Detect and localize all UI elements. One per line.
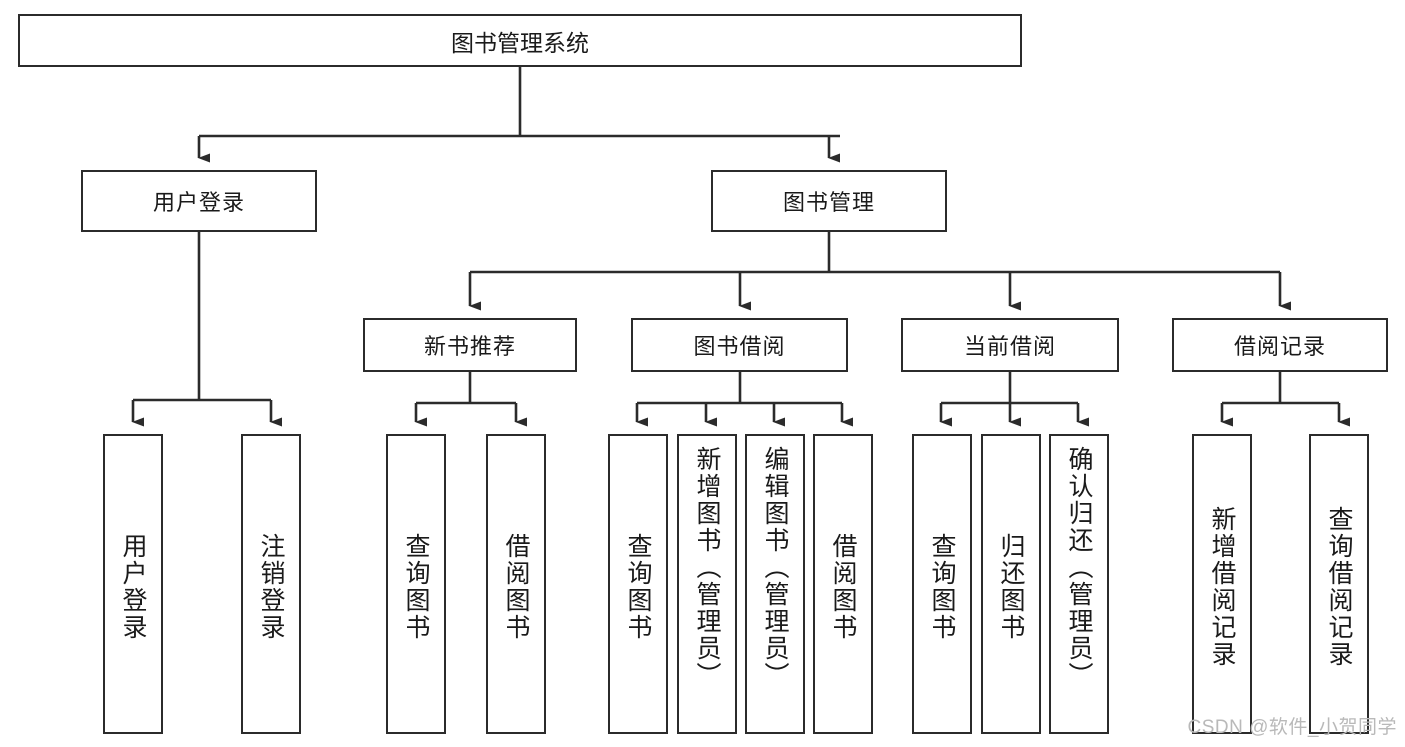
leaf-current-borrow-return[interactable]: 归还图书 — [981, 434, 1041, 734]
leaf-label: 确认归还（管理员） — [1065, 446, 1093, 689]
leaf-book-borrow-edit[interactable]: 编辑图书（管理员） — [745, 434, 805, 734]
watermark-text: CSDN @软件_小贺同学 — [1187, 717, 1397, 738]
leaf-text-wrap: 新增图书（管理员） — [679, 442, 735, 732]
leaf-label: 归还图书 — [997, 533, 1025, 641]
leaf-label: 查询图书 — [402, 533, 430, 641]
node-current-borrow[interactable]: 当前借阅 — [901, 318, 1119, 372]
node-borrow-record-label: 借阅记录 — [1233, 334, 1326, 359]
leaf-label: 编辑图书（管理员） — [761, 446, 789, 689]
node-new-book-recommend[interactable]: 新书推荐 — [363, 318, 577, 372]
leaf-text-wrap: 确认归还（管理员） — [1051, 442, 1107, 732]
leaf-label: 用户登录 — [119, 533, 147, 641]
node-current-borrow-label: 当前借阅 — [963, 334, 1056, 359]
leaf-text-wrap: 借阅图书 — [488, 442, 544, 732]
leaf-label: 借阅图书 — [829, 533, 857, 641]
leaf-text-wrap: 归还图书 — [983, 442, 1039, 732]
leaf-label: 新增借阅记录 — [1208, 506, 1236, 668]
leaf-book-borrow-query[interactable]: 查询图书 — [608, 434, 668, 734]
leaf-new-book-borrow[interactable]: 借阅图书 — [486, 434, 546, 734]
leaf-label: 查询图书 — [928, 533, 956, 641]
node-borrow-record[interactable]: 借阅记录 — [1172, 318, 1388, 372]
leaf-label: 新增图书（管理员） — [693, 446, 721, 689]
node-root-label: 图书管理系统 — [451, 29, 589, 56]
leaf-borrow-record-add[interactable]: 新增借阅记录 — [1192, 434, 1252, 734]
leaf-label: 注销登录 — [257, 533, 285, 641]
leaf-text-wrap: 查询图书 — [914, 442, 970, 732]
leaf-borrow-record-query[interactable]: 查询借阅记录 — [1309, 434, 1369, 734]
leaf-user-login-logout[interactable]: 注销登录 — [241, 434, 301, 734]
leaf-label: 查询借阅记录 — [1325, 506, 1353, 668]
leaf-label: 借阅图书 — [502, 533, 530, 641]
leaf-book-borrow-borrow[interactable]: 借阅图书 — [813, 434, 873, 734]
leaf-user-login-login[interactable]: 用户登录 — [103, 434, 163, 734]
leaf-text-wrap: 借阅图书 — [815, 442, 871, 732]
leaf-label: 查询图书 — [624, 533, 652, 641]
leaf-text-wrap: 用户登录 — [105, 442, 161, 732]
node-book-borrow-label: 图书借阅 — [693, 334, 786, 359]
node-book-management[interactable]: 图书管理 — [711, 170, 947, 232]
leaf-new-book-query[interactable]: 查询图书 — [386, 434, 446, 734]
leaf-text-wrap: 编辑图书（管理员） — [747, 442, 803, 732]
node-user-login[interactable]: 用户登录 — [81, 170, 317, 232]
leaf-text-wrap: 查询图书 — [610, 442, 666, 732]
node-book-management-label: 图书管理 — [782, 190, 875, 215]
leaf-current-borrow-query[interactable]: 查询图书 — [912, 434, 972, 734]
leaf-text-wrap: 查询借阅记录 — [1311, 442, 1367, 732]
leaf-text-wrap: 查询图书 — [388, 442, 444, 732]
leaf-book-borrow-add[interactable]: 新增图书（管理员） — [677, 434, 737, 734]
node-new-book-recommend-label: 新书推荐 — [423, 334, 516, 359]
node-book-borrow[interactable]: 图书借阅 — [631, 318, 848, 372]
leaf-current-borrow-confirm[interactable]: 确认归还（管理员） — [1049, 434, 1109, 734]
node-user-login-label: 用户登录 — [152, 190, 245, 215]
leaf-text-wrap: 注销登录 — [243, 442, 299, 732]
leaf-text-wrap: 新增借阅记录 — [1194, 442, 1250, 732]
node-root[interactable]: 图书管理系统 — [18, 14, 1022, 67]
